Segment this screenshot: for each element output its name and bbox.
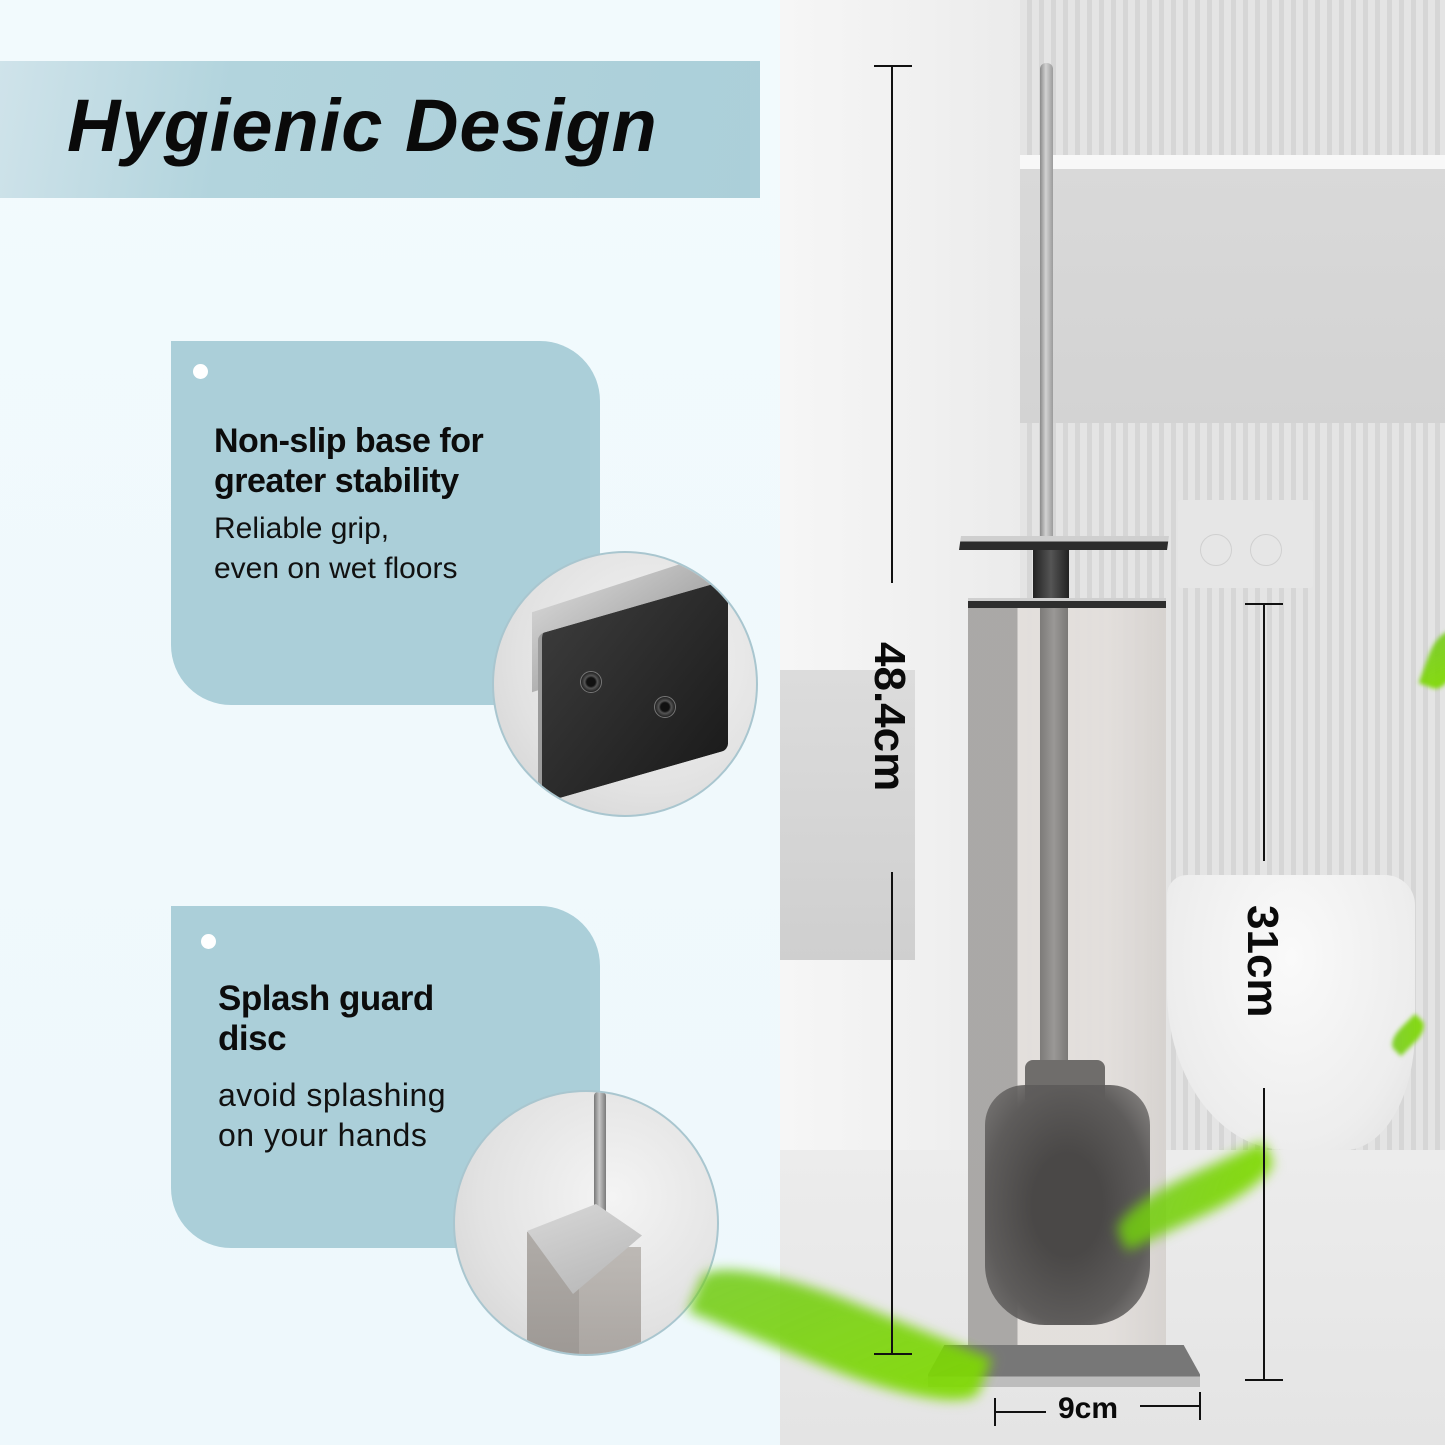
dimension-line-base-width — [994, 1411, 1046, 1413]
dimension-cap-bottom — [1245, 1379, 1283, 1381]
dimension-label-base-width: 9cm — [1058, 1392, 1119, 1425]
brush-head — [985, 1085, 1150, 1325]
wall-hung-toilet — [1167, 875, 1415, 1150]
brush-rod — [594, 1092, 606, 1232]
feature-heading-line: Non-slip base for — [214, 422, 484, 460]
feature-heading-line: greater stability — [214, 462, 459, 500]
feature-description-line: even on wet floors — [214, 552, 458, 585]
bullet-dot-icon — [201, 934, 216, 949]
splash-guard-disc — [959, 536, 1169, 550]
feature-description: Reliable grip, even on wet floors — [214, 509, 457, 589]
info-panel: Hygienic Design Non-slip base for greate… — [0, 0, 780, 1445]
feature-heading: Splash guard disc — [218, 979, 434, 1059]
feature-heading-line: disc — [218, 1019, 287, 1058]
feature-description: avoid splashing on your hands — [218, 1075, 446, 1155]
base-detail-image — [492, 551, 758, 817]
holder-rim — [968, 598, 1166, 608]
dimension-label-holder-height: 31cm — [1238, 905, 1287, 1018]
page-title: Hygienic Design — [67, 84, 658, 167]
dimension-cap-bottom — [874, 1353, 912, 1355]
feature-heading-line: Splash guard — [218, 979, 434, 1018]
bullet-dot-icon — [193, 364, 208, 379]
title-banner: Hygienic Design — [0, 61, 760, 198]
flush-button-icon — [1250, 534, 1282, 566]
feature-description-line: Reliable grip, — [214, 512, 390, 545]
feature-card-non-slip-base: Non-slip base for greater stability Reli… — [171, 341, 600, 705]
splash-guard-detail-image — [453, 1090, 719, 1356]
brush-handle-rod — [1040, 63, 1053, 543]
dimension-label-total-height: 48.4cm — [865, 642, 914, 792]
brush-handle-inner — [1040, 608, 1068, 1068]
flush-button-icon — [1200, 534, 1232, 566]
dimension-line-base-width — [1140, 1405, 1200, 1407]
feature-description-line: avoid splashing — [218, 1077, 447, 1113]
dimension-cap-top — [874, 65, 912, 67]
wall-niche-shelf — [1020, 155, 1445, 423]
dimension-cap-right — [1199, 1392, 1201, 1420]
dimension-line-holder-height — [1263, 603, 1265, 861]
dimension-line-holder-height — [1263, 1088, 1265, 1380]
screw-icon — [580, 671, 602, 693]
screw-icon — [654, 696, 676, 718]
feature-description-line: on your hands — [218, 1117, 428, 1153]
dimension-line-total-height — [891, 872, 893, 1354]
dimension-line-total-height — [891, 65, 893, 583]
feature-heading: Non-slip base for greater stability — [214, 421, 484, 501]
flush-plate — [1178, 500, 1313, 588]
handle-collar — [1033, 550, 1069, 598]
